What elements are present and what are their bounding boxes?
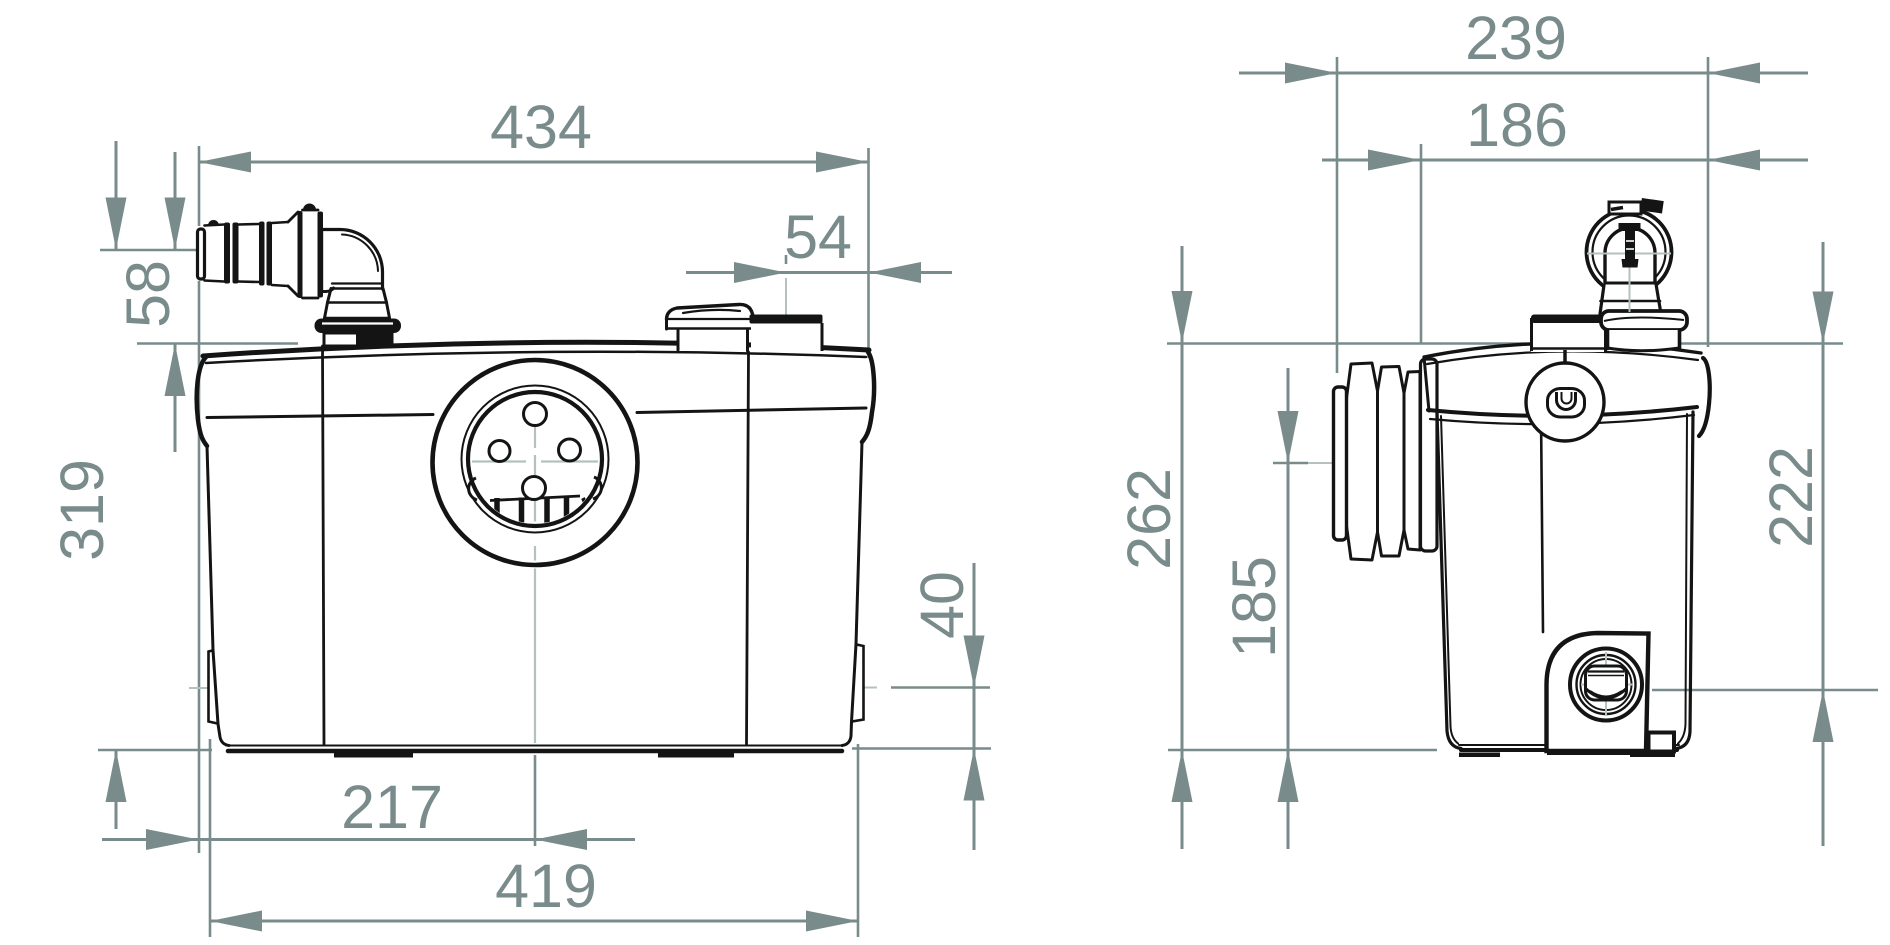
svg-text:319: 319 [48,459,116,561]
svg-text:217: 217 [341,773,443,841]
svg-text:40: 40 [908,571,976,639]
svg-text:239: 239 [1465,4,1567,72]
svg-text:262: 262 [1115,468,1183,570]
svg-text:434: 434 [490,93,592,161]
svg-text:58: 58 [114,260,182,328]
svg-text:222: 222 [1757,446,1825,548]
svg-text:54: 54 [784,203,852,271]
svg-text:185: 185 [1220,556,1288,658]
svg-text:186: 186 [1466,91,1568,159]
svg-text:419: 419 [495,852,597,920]
